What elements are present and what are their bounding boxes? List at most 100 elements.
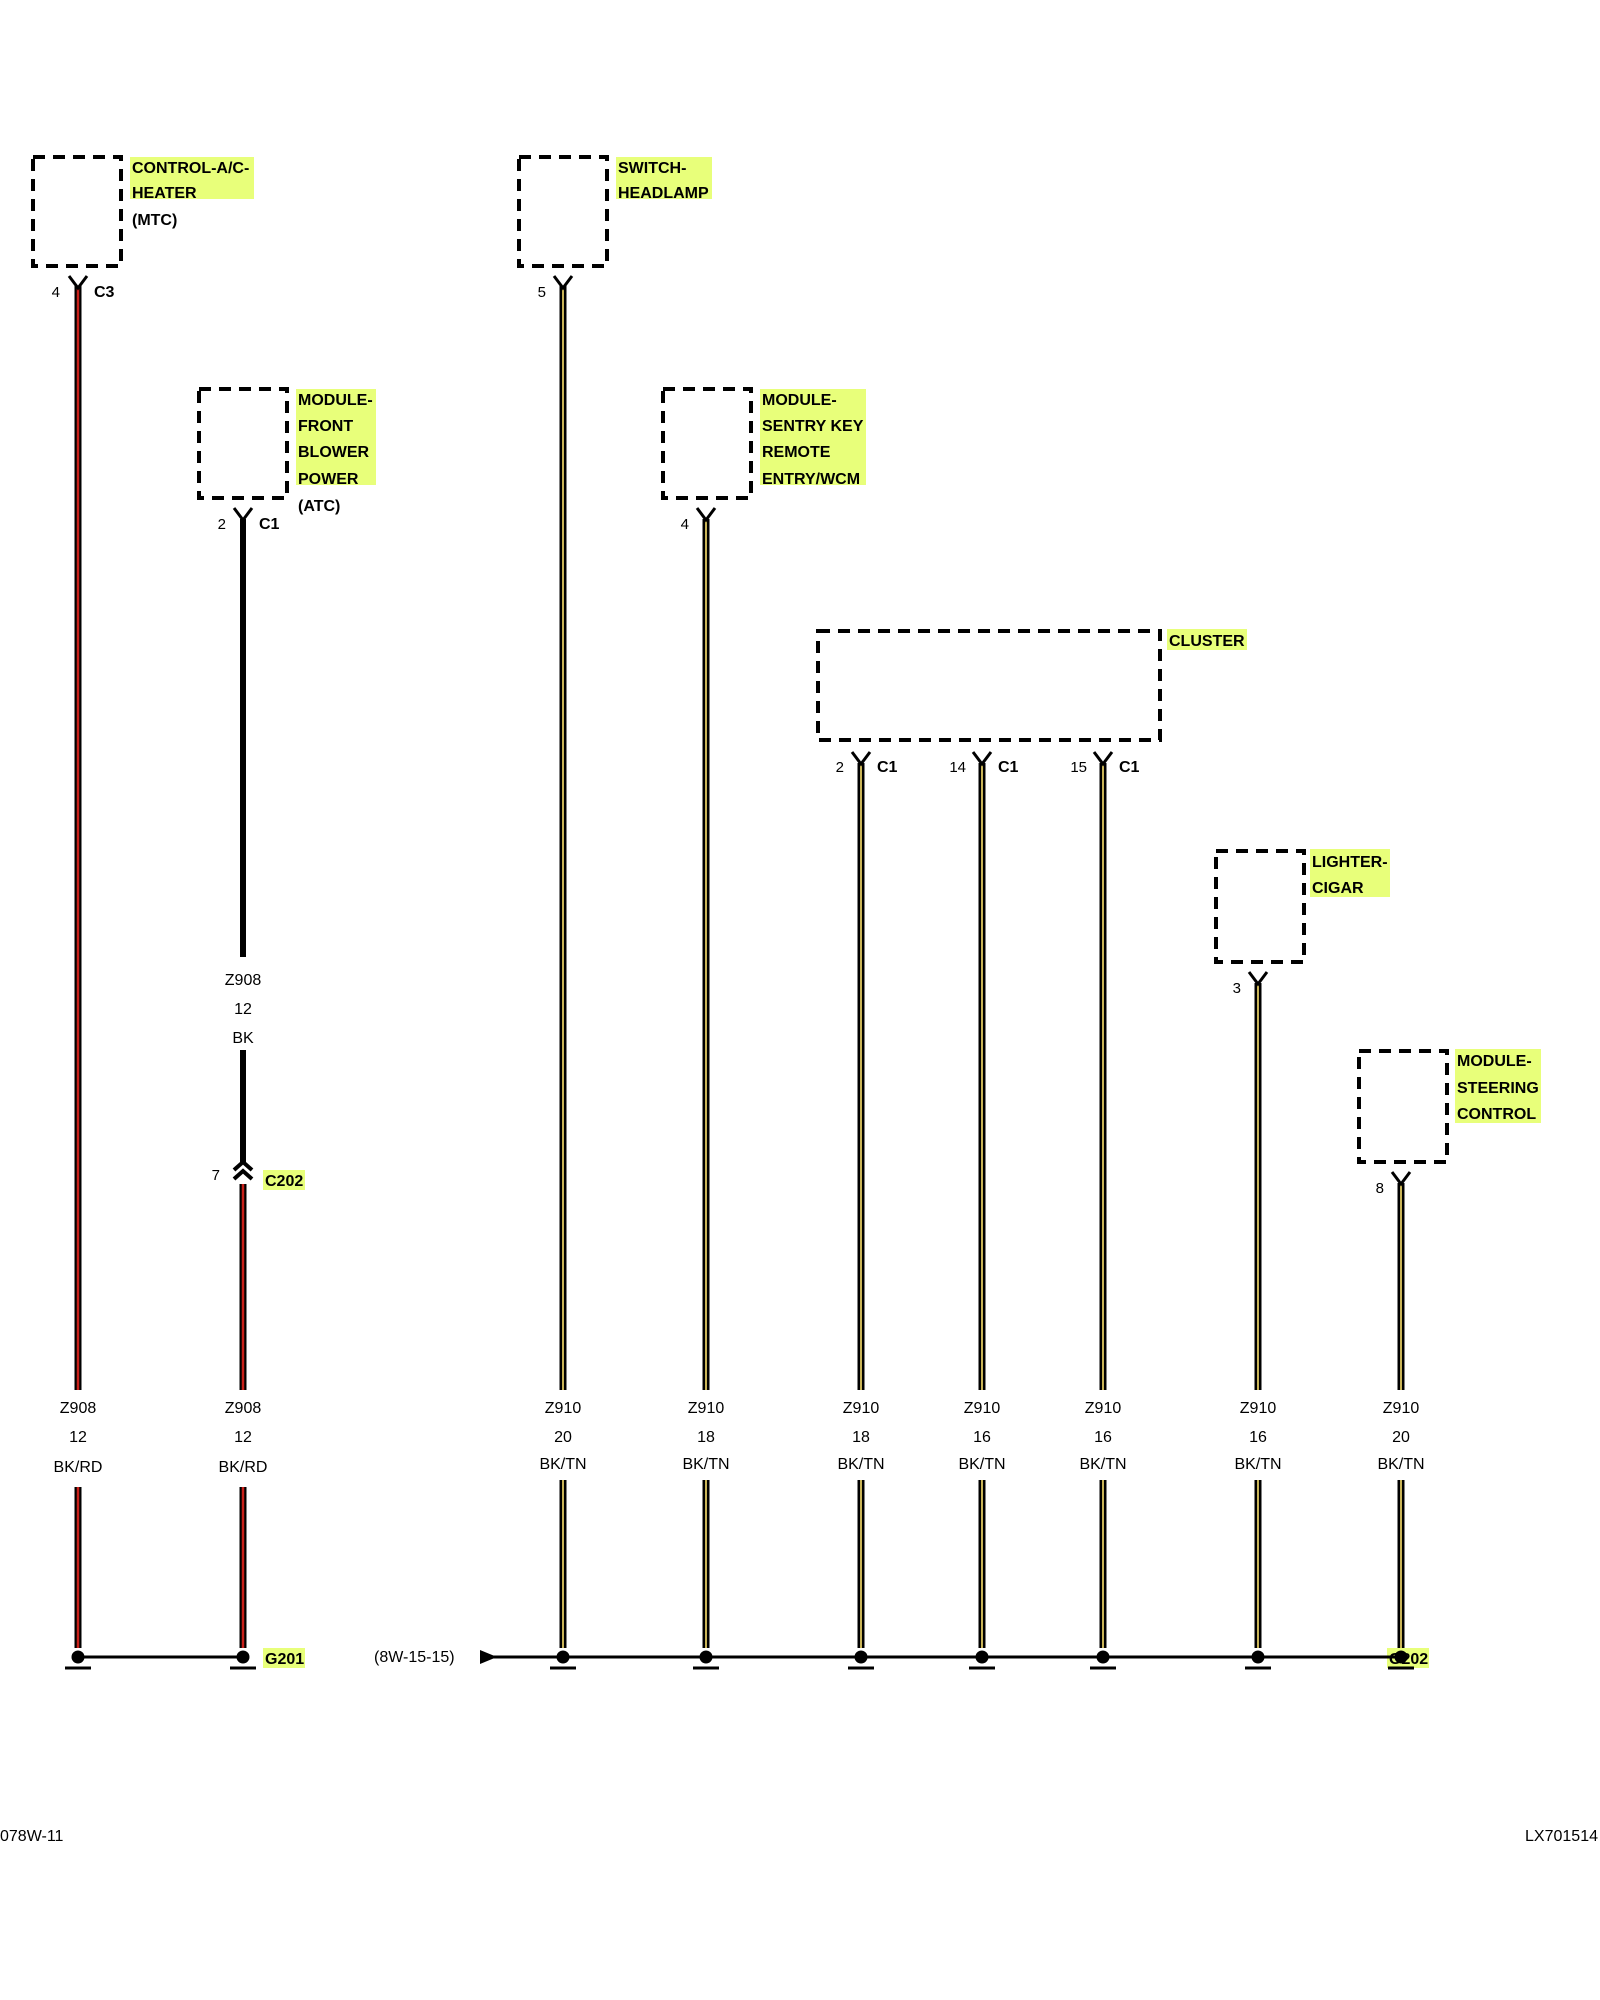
control-ac-sub: (MTC) xyxy=(132,212,177,229)
wire-color: BK/RD xyxy=(54,1459,103,1476)
bk-tn-wires xyxy=(559,286,1405,1648)
page-reference-link: (8W-15-15) xyxy=(374,1649,455,1666)
ground-labels: G201 G202 (8W-15-15) xyxy=(265,1649,1428,1668)
footer-left-code: 078W-11 xyxy=(0,1828,64,1845)
reference-arrow xyxy=(480,1650,497,1664)
lighter-label-2: CIGAR xyxy=(1312,880,1364,897)
steering-module-box xyxy=(1357,1049,1449,1164)
sentry-label-2: SENTRY KEY xyxy=(762,418,864,435)
sentry-label-1: MODULE- xyxy=(762,392,837,409)
wire-gauge: 16 xyxy=(973,1429,991,1446)
steering-label-3: CONTROL xyxy=(1457,1106,1536,1123)
wire-color: BK/RD xyxy=(219,1459,268,1476)
steering-label-1: MODULE- xyxy=(1457,1053,1532,1070)
blower-label-4: POWER xyxy=(298,471,359,488)
ground-point xyxy=(969,1650,995,1670)
c202-inline-connector xyxy=(232,1159,254,1181)
wire-gauge: 12 xyxy=(234,1429,252,1446)
headlamp-label-1: SWITCH- xyxy=(618,160,686,177)
pin-number: 5 xyxy=(538,284,546,301)
label-highlights xyxy=(130,157,1541,1668)
wire-gauge: 18 xyxy=(697,1429,715,1446)
wire-circuit: Z910 xyxy=(1240,1400,1277,1417)
pin-number: 3 xyxy=(1233,980,1241,997)
connector-name: C1 xyxy=(877,759,898,776)
wire-circuit: Z910 xyxy=(843,1400,880,1417)
pin-forks xyxy=(67,275,1412,1187)
cluster-label: CLUSTER xyxy=(1169,633,1245,650)
blower-label-2: FRONT xyxy=(298,418,353,435)
pin-number: 15 xyxy=(1070,759,1087,776)
wire-circuit: Z908 xyxy=(60,1400,97,1417)
steering-label-2: STEERING xyxy=(1457,1080,1539,1097)
wire-gauge: 16 xyxy=(1094,1429,1112,1446)
wire-gauge: 12 xyxy=(69,1429,87,1446)
wire-gauge: 16 xyxy=(1249,1429,1267,1446)
blower-label-3: BLOWER xyxy=(298,444,370,461)
headlamp-label-2: HEADLAMP xyxy=(618,185,709,202)
ground-point xyxy=(1090,1650,1116,1670)
c202-connector-name: C202 xyxy=(265,1173,303,1190)
lighter-box xyxy=(1214,849,1306,964)
ground-point xyxy=(550,1650,576,1670)
blower-sub: (ATC) xyxy=(298,498,340,515)
cluster-box xyxy=(816,629,1162,742)
wire-circuit: Z910 xyxy=(545,1400,582,1417)
ground-point xyxy=(65,1650,91,1670)
wire-gauge: 12 xyxy=(234,1001,252,1018)
pin-number: 8 xyxy=(1376,1180,1384,1197)
pin-number: 2 xyxy=(836,759,844,776)
wire-gauge: 20 xyxy=(554,1429,572,1446)
sentry-module-box xyxy=(661,387,753,500)
sentry-label-4: ENTRY/WCM xyxy=(762,471,860,488)
wire-gauge: 20 xyxy=(1392,1429,1410,1446)
wire-color: BK/TN xyxy=(1234,1456,1281,1473)
connector-name: C3 xyxy=(94,284,115,301)
wire-color: BK/TN xyxy=(539,1456,586,1473)
ground-point xyxy=(1388,1650,1414,1670)
component-boxes xyxy=(31,155,1449,1164)
connector-name: C1 xyxy=(1119,759,1140,776)
wire-circuit: Z908 xyxy=(225,1400,262,1417)
pin-number: 4 xyxy=(52,284,60,301)
pin-number: 2 xyxy=(218,516,226,533)
wire-color: BK xyxy=(232,1030,254,1047)
control-ac-heater-box xyxy=(31,155,123,268)
wire-circuit: Z908 xyxy=(225,972,262,989)
ground-points xyxy=(65,1650,1414,1670)
wire-color: BK/TN xyxy=(1377,1456,1424,1473)
ground-point xyxy=(848,1650,874,1670)
control-ac-label-2: HEATER xyxy=(132,185,197,202)
wire-color: BK/TN xyxy=(1079,1456,1126,1473)
wire-color: BK/TN xyxy=(837,1456,884,1473)
wire-color: BK/TN xyxy=(958,1456,1005,1473)
wire-color: BK/TN xyxy=(682,1456,729,1473)
wire-circuit: Z910 xyxy=(964,1400,1001,1417)
lighter-label-1: LIGHTER- xyxy=(1312,854,1388,871)
pin-number: 4 xyxy=(681,516,689,533)
pin-number: 14 xyxy=(949,759,966,776)
wire-circuit: Z910 xyxy=(1383,1400,1420,1417)
wire-descriptions: Z908 12 BK/RD Z908 12 BK Z908 12 BK/RD Z… xyxy=(54,972,1425,1476)
wires xyxy=(74,286,1405,1648)
wire-circuit: Z910 xyxy=(688,1400,725,1417)
sentry-label-3: REMOTE xyxy=(762,444,831,461)
footer-right-code: LX701514 xyxy=(1525,1828,1598,1845)
ground-point xyxy=(1245,1650,1271,1670)
headlamp-switch-box xyxy=(517,155,609,268)
wire-circuit: Z910 xyxy=(1085,1400,1122,1417)
blower-module-box xyxy=(197,387,289,500)
connector-name: C1 xyxy=(998,759,1019,776)
control-ac-label-1: CONTROL-A/C- xyxy=(132,160,249,177)
connector-name: C1 xyxy=(259,516,280,533)
ground-g202-label: G202 xyxy=(1389,1651,1428,1668)
blower-label-1: MODULE- xyxy=(298,392,373,409)
wire-gauge: 18 xyxy=(852,1429,870,1446)
pin-labels: 4 C3 2 C1 5 4 2 C1 14 C1 15 C1 3 8 7 C20… xyxy=(52,284,1384,1197)
ground-point xyxy=(230,1650,256,1670)
ground-point xyxy=(693,1650,719,1670)
component-labels: CONTROL-A/C- HEATER (MTC) MODULE- FRONT … xyxy=(132,160,1539,1123)
ground-g201-label: G201 xyxy=(265,1651,304,1668)
c202-pin-number: 7 xyxy=(212,1167,220,1184)
